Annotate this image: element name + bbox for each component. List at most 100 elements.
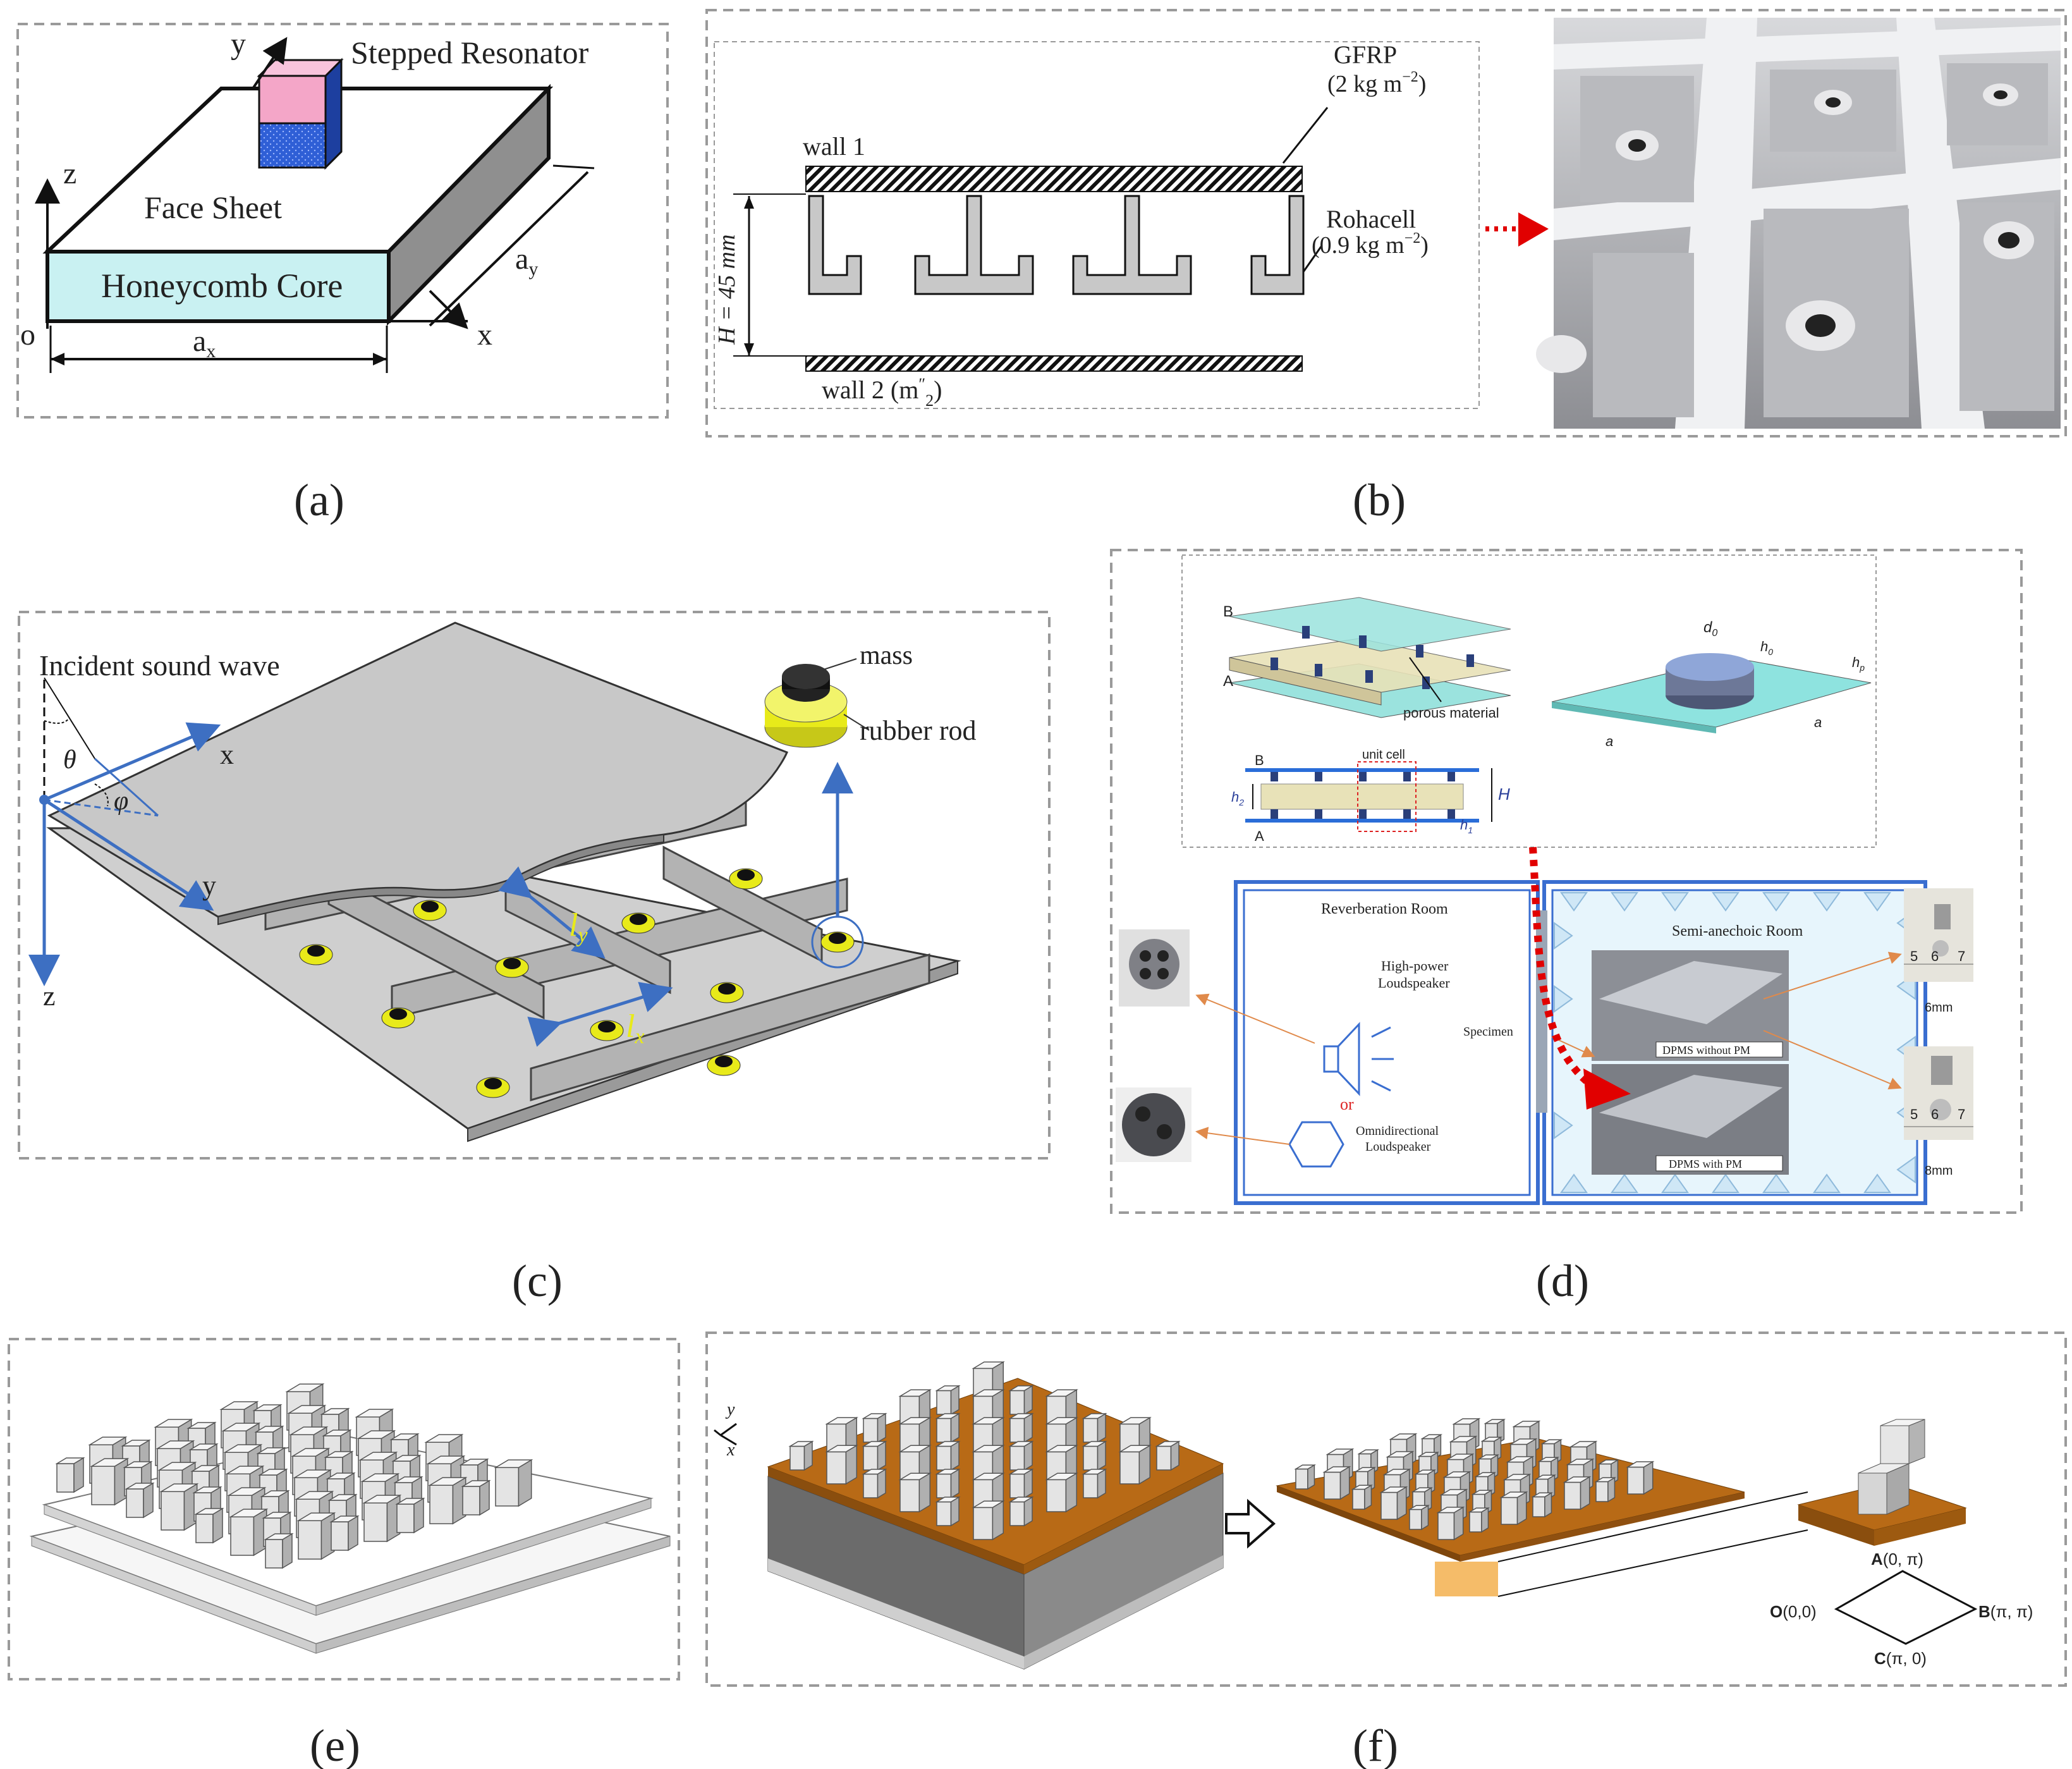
stepped-block [1008,1468,1034,1499]
zoom-line-2 [1497,1529,1808,1597]
f-axis-x [720,1434,737,1446]
label-pt-c: C(π, 0) [1874,1649,1927,1668]
label-pt-a: A(0, π) [1871,1550,1923,1569]
label-h0: h0 [1760,639,1773,657]
block-gray-band-f [768,1558,1024,1669]
label-theta: θ [63,745,76,774]
highlighted-cell [1435,1562,1498,1596]
plate-upper-edge-2 [315,1498,652,1616]
label-a-sec: A [1255,828,1264,844]
ly-arrow [498,866,606,959]
f-axis-y [720,1423,737,1436]
ruler-6mm-7: 7 [1958,948,1965,964]
resonator [729,868,763,890]
block-gray-band-r [1024,1555,1223,1669]
omni-speaker-photo [1116,1087,1191,1162]
wall-1 [805,166,1303,192]
leader-6mm [1763,952,1902,1000]
label-stepped-resonator: Stepped Resonator [351,35,589,70]
label-ly: ly [569,907,588,947]
stepped-block [898,1472,932,1513]
stepped-block [1008,1412,1034,1443]
e-resonator-grid [55,1383,533,1569]
stepped-block [362,1494,402,1543]
rohacell-core [808,195,1305,295]
loudspeaker-photo [1119,929,1190,1007]
stepped-block [862,1412,887,1443]
stepped-block [125,1482,155,1519]
resonator [476,1077,510,1098]
label-z-c: z [43,981,56,1012]
stepped-block [461,1479,491,1516]
phi-arc [94,783,109,807]
leader-8mm [1763,1030,1902,1090]
stepped-block [1008,1496,1034,1527]
caption-a: (a) [294,475,344,525]
stepped-block [428,1476,468,1525]
f-block-resonators [788,1361,1181,1541]
stepped-block [1594,1476,1617,1503]
stepped-block [1118,1444,1152,1485]
stepped-block [1045,1472,1078,1513]
label-dpms-with: DPMS with PM [1669,1158,1742,1170]
resonator [299,944,333,965]
zoomed-resonator [764,664,848,748]
wave-vector [44,799,159,817]
zoom-line-1 [1497,1491,1808,1562]
label-honeycomb-core: Honeycomb Core [101,267,343,305]
label-gfrp: GFRP [1334,40,1397,69]
leader-omni [1195,1127,1290,1145]
thin-plate-edge [1277,1486,1460,1562]
label-f-axis-y: y [725,1400,735,1419]
label-hp-speaker-2: Loudspeaker [1378,975,1450,991]
label-rubber-rod: rubber rod [860,715,977,746]
stepped-block [935,1440,961,1471]
ruler-8mm-5: 5 [1910,1106,1918,1122]
label-x-c: x [220,739,234,770]
panel-e-frame [8,1338,680,1680]
label-dim-ay: ay [515,242,538,279]
thin-plate-edge-2 [1460,1492,1745,1562]
stepped-block [935,1412,961,1443]
stepped-block [1499,1491,1528,1526]
photo-holes [1536,83,2034,373]
label-b-top: B [1223,603,1233,620]
stepped-block [329,1515,360,1552]
label-wall-2: wall 2 (m″2) [822,375,942,410]
lx-arrow [527,982,673,1047]
stepped-block [1626,1460,1655,1495]
resonator [590,1020,624,1041]
unit-plate-r [1874,1508,1966,1546]
dpms-photo-with: DPMS with PM [1592,1064,1789,1175]
label-unit-cell: unit cell [1362,748,1405,762]
panel-e [8,1338,680,1680]
caption-c: (c) [512,1256,563,1306]
stack-3d [1229,597,1511,718]
label-dim-a1: a [1606,733,1613,749]
stepped-block [90,1457,130,1506]
label-omni-2: Loudspeaker [1365,1140,1431,1154]
mass-leader [821,658,857,671]
label-f-axis-x: x [726,1440,735,1460]
f-axis-z [714,1429,721,1436]
stepped-block [229,1508,269,1557]
stepped-block [296,1512,336,1560]
ruler-8mm-6: 6 [1931,1106,1939,1122]
red-arrowhead-d [1583,1068,1631,1110]
rohacell-leader [1302,246,1322,272]
stepped-block [788,1440,814,1471]
caption-b: (b) [1353,475,1406,525]
stepped-block [1563,1476,1592,1510]
resonator [621,912,655,934]
label-porous: porous material [1403,705,1499,721]
stepped-block [935,1496,961,1527]
label-rohacell: Rohacell [1326,205,1416,233]
label-lx: lx [626,1008,645,1048]
stepped-block [825,1444,858,1485]
stepped-block [1155,1440,1181,1471]
ruler-6mm-5: 5 [1910,948,1918,964]
label-hp-speaker-1: High-power [1381,958,1449,974]
stepped-block [194,1507,224,1544]
section-view [1245,761,1492,832]
stepped-block [264,1533,294,1569]
